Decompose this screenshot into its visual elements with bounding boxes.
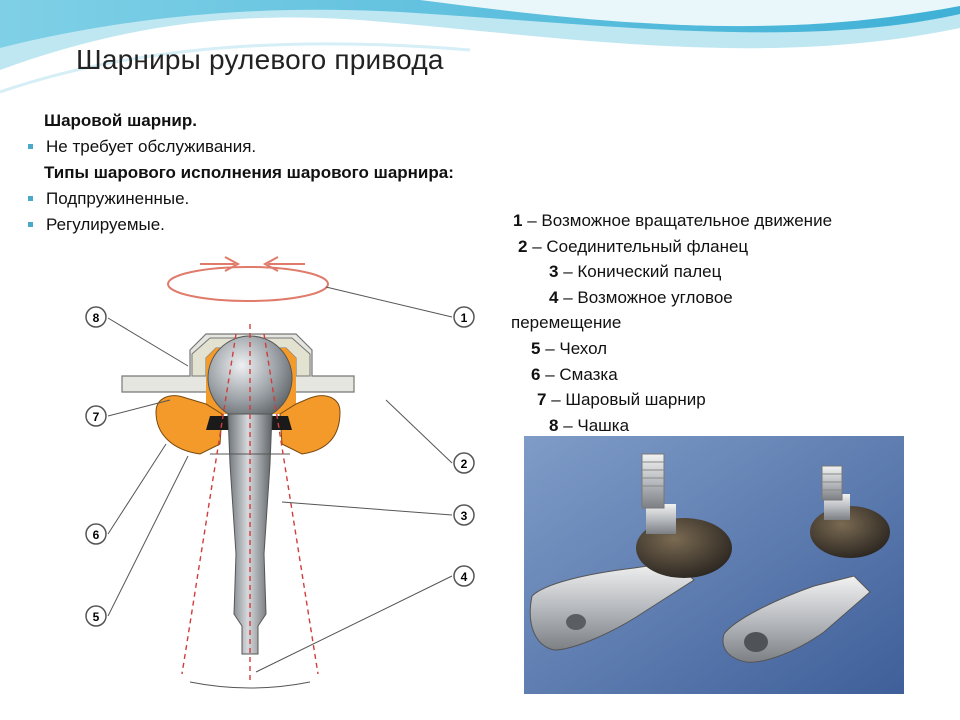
- legend-text: – Шаровый шарнир: [551, 390, 706, 410]
- callout-6: 6: [85, 523, 107, 545]
- bullet-square-icon: [28, 196, 33, 201]
- callout-4: 4: [453, 565, 475, 587]
- diagram-background: [60, 254, 490, 700]
- legend-number: 3: [549, 262, 559, 282]
- heading-types: Типы шарового исполнения шарового шарнир…: [22, 160, 454, 186]
- legend-item: 8 – Чашка: [511, 413, 951, 439]
- bullet-square-icon: [28, 222, 33, 227]
- callout-label: 7: [93, 410, 100, 424]
- callout-label: 8: [93, 311, 100, 325]
- heading-text: Типы шарового исполнения шарового шарнир…: [44, 163, 454, 182]
- tie-rod-end-left: [529, 453, 732, 651]
- angle-arc: [189, 681, 311, 689]
- callout-2: 2: [453, 452, 475, 474]
- callout-1: 1: [453, 306, 475, 328]
- legend-number: 4: [549, 287, 559, 307]
- bullet-text: Регулируемые.: [46, 215, 165, 234]
- callout-label: 2: [461, 457, 468, 471]
- legend-item: 4 – Возможное угловое перемещение: [511, 285, 811, 336]
- callout-7: 7: [85, 405, 107, 427]
- header-wave-decoration: [0, 0, 960, 94]
- ball-joint-cross-section-diagram: 8 7 6 5 1 2 3 4: [60, 254, 490, 700]
- callout-label: 3: [461, 509, 468, 523]
- bullet-item: Не требует обслуживания.: [22, 134, 454, 160]
- bullet-square-icon: [28, 144, 33, 149]
- legend-number: 8: [549, 415, 559, 435]
- legend-text: – Возможное вращательное движение: [527, 211, 833, 230]
- slide-title: Шарниры рулевого привода: [76, 44, 444, 75]
- legend-number: 7: [537, 390, 547, 410]
- callout-label: 5: [93, 610, 100, 624]
- bullet-text: Подпружиненные.: [46, 189, 190, 208]
- legend-text: – Соединительный фланец: [532, 236, 749, 256]
- legend-number: 1: [513, 211, 523, 230]
- rotation-arrow-icon: [167, 256, 329, 302]
- legend-item: 7 – Шаровый шарнир: [511, 387, 951, 413]
- heading-text: Шаровой шарнир.: [44, 111, 197, 130]
- parts-legend: 1 – Возможное вращательное движение 2 – …: [511, 208, 951, 438]
- tie-rod-ends-photo: [524, 436, 904, 694]
- tie-rod-end-right: [722, 465, 890, 663]
- callout-5: 5: [85, 605, 107, 627]
- legend-number: 5: [531, 338, 541, 358]
- legend-text: – Чашка: [563, 415, 630, 435]
- legend-item: 6 – Смазка: [511, 362, 951, 388]
- legend-text: – Конический палец: [563, 262, 722, 282]
- legend-item: 1 – Возможное вращательное движение: [511, 208, 951, 234]
- callout-3: 3: [453, 504, 475, 526]
- legend-item: 5 – Чехол: [511, 336, 951, 362]
- bullet-item: Подпружиненные.: [22, 186, 454, 212]
- angular-movement-lines: [181, 324, 319, 684]
- legend-item: 2 – Соединительный фланец: [511, 234, 951, 260]
- legend-number: 2: [518, 236, 528, 256]
- legend-text: – Смазка: [545, 364, 618, 384]
- heading-ball-joint: Шаровой шарнир.: [22, 108, 454, 134]
- legend-number: 6: [531, 364, 541, 384]
- bullet-text: Не требует обслуживания.: [46, 137, 257, 156]
- intro-text: Шаровой шарнир. Не требует обслуживания.…: [22, 108, 454, 238]
- callout-8: 8: [85, 306, 107, 328]
- callout-label: 1: [461, 311, 468, 325]
- bullet-item: Регулируемые.: [22, 212, 454, 238]
- callout-label: 6: [93, 528, 100, 542]
- legend-item: 3 – Конический палец: [511, 259, 951, 285]
- leader-lines: [107, 286, 453, 673]
- legend-text: – Чехол: [545, 338, 608, 358]
- legend-text: – Возможное угловое перемещение: [511, 287, 733, 333]
- callout-label: 4: [461, 570, 468, 584]
